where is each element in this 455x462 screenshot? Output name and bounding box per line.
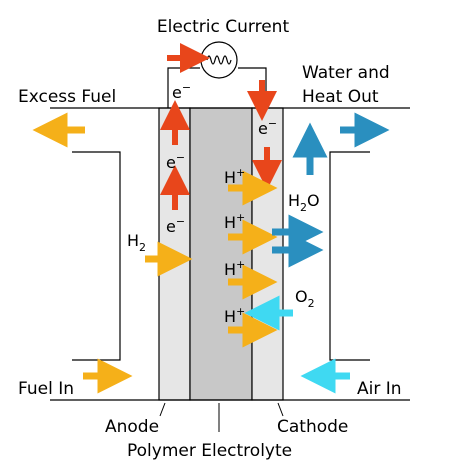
excess-fuel-label: Excess Fuel xyxy=(18,87,116,107)
water-label: H2O xyxy=(288,191,320,214)
hydrogen-label: H2 xyxy=(127,231,146,254)
anode-leader-line xyxy=(159,402,166,417)
water-heat-label-line1: Water and xyxy=(302,63,390,83)
left-channel-wall xyxy=(72,151,121,361)
air-in-label: Air In xyxy=(357,379,402,399)
cathode-label: Cathode xyxy=(277,417,348,437)
water-heat-label-line2: Heat Out xyxy=(302,87,379,107)
fuel-in-label: Fuel In xyxy=(18,379,74,399)
proton-label-3: H+ xyxy=(224,258,245,279)
load-icon xyxy=(200,41,238,79)
electron-label-cathode-top: e− xyxy=(258,117,277,138)
oxygen-label: O2 xyxy=(295,287,315,310)
anode-layer xyxy=(158,107,191,401)
cathode-leader-line xyxy=(277,402,284,417)
proton-label-1: H+ xyxy=(224,166,245,187)
electron-label-anode-1: e− xyxy=(166,151,185,172)
electric-current-label: Electric Current xyxy=(157,17,290,37)
electrolyte-layer xyxy=(189,107,253,401)
electron-label-circuit: e− xyxy=(172,81,191,102)
proton-label-4: H+ xyxy=(224,305,245,326)
anode-label: Anode xyxy=(105,417,159,437)
electron-label-anode-2: e− xyxy=(166,215,185,236)
proton-label-2: H+ xyxy=(224,211,245,232)
right-channel-wall xyxy=(329,151,370,361)
polymer-electrolyte-label: Polymer Electrolyte xyxy=(127,441,292,461)
